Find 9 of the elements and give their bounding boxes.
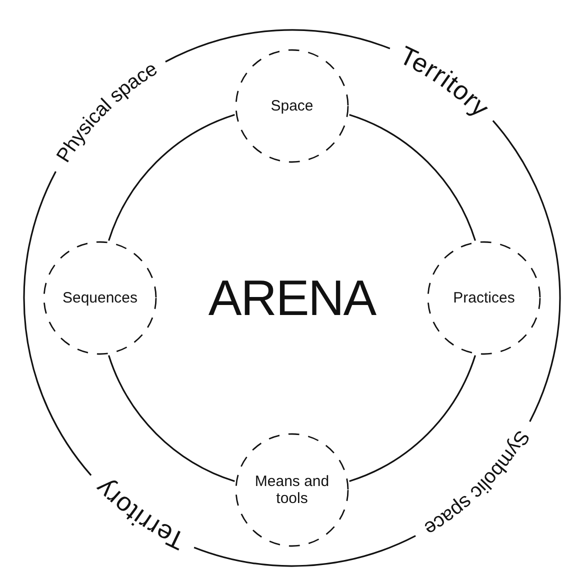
node-label: Space — [270, 98, 314, 114]
center-title: ARENA — [208, 269, 376, 327]
node-label: Means and tools — [254, 473, 330, 507]
node-label: Sequences — [61, 290, 139, 306]
connector-arc — [349, 114, 476, 241]
node-label: Practices — [452, 290, 516, 306]
connector-arc — [108, 114, 235, 241]
connector-arc — [108, 355, 235, 482]
connector-arc — [349, 355, 476, 482]
